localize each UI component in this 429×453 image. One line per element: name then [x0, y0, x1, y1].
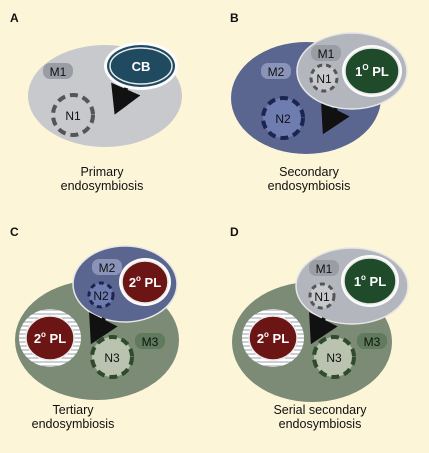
pl-label: 1O PL: [355, 63, 389, 79]
m3-label-pill: [357, 333, 387, 349]
nucleomorph: [308, 282, 336, 310]
engulfment-arrow: [321, 102, 350, 135]
caption-line-1: Secondary: [279, 165, 340, 179]
nucleus: [51, 93, 95, 137]
n1-label: N1: [314, 290, 330, 304]
m2-label: M2: [268, 65, 285, 79]
engulfment-arrow: [89, 312, 118, 345]
caption-line-2: endosymbiosis: [268, 179, 351, 193]
pl-left-label: 2o PL: [34, 330, 66, 346]
n2-label: N2: [93, 289, 109, 303]
panel-b: B M2 N2 M1 N1 1O PL Secondary endosymbio…: [230, 11, 408, 193]
caption-line-1: Tertiary: [53, 403, 95, 417]
panel-letter: C: [10, 225, 19, 239]
m2-label-pill: [261, 63, 291, 79]
m3-label: M3: [364, 335, 381, 349]
nucleomorph: [87, 281, 115, 309]
pl-top-label: 2o PL: [129, 274, 161, 290]
m1-label: M1: [318, 47, 335, 61]
caption-line-2: endosymbiosis: [32, 417, 115, 431]
cb-label: CB: [132, 59, 151, 74]
pl-left-label: 2o PL: [257, 330, 289, 346]
caption-line-2: endosymbiosis: [61, 179, 144, 193]
m1-label-pill: [311, 45, 341, 61]
m2-label: M2: [99, 261, 116, 275]
m1-label: M1: [316, 262, 333, 276]
m1-label-pill: [309, 260, 339, 276]
nucleus: [312, 335, 356, 379]
caption-line-1: Primary: [80, 165, 124, 179]
m3-label-pill: [135, 333, 165, 349]
m1-label: M1: [50, 65, 67, 79]
m2-label-pill: [92, 259, 122, 275]
n3-label: N3: [326, 351, 342, 365]
nucleomorph: [309, 63, 339, 93]
n1-label: N1: [316, 72, 332, 86]
panel-d: D M1 N1 1o PL 2o PL N3 M3 Serial seconda…: [230, 225, 409, 431]
pl-top-label: 1o PL: [354, 273, 386, 289]
nucleus: [261, 96, 305, 140]
panel-a: A M1 N1 CB Primary endosymbiosis: [10, 11, 182, 193]
n2-label: N2: [275, 112, 291, 126]
caption-line-1: Serial secondary: [273, 403, 367, 417]
m1-label-pill: [43, 63, 73, 79]
n3-label: N3: [104, 351, 120, 365]
panel-letter: B: [230, 11, 239, 25]
panel-letter: D: [230, 225, 239, 239]
n1-label: N1: [65, 109, 81, 123]
caption-line-2: endosymbiosis: [279, 417, 362, 431]
nucleus: [90, 335, 134, 379]
engulfment-arrow: [309, 312, 338, 345]
panel-c: C M2 N2 2o PL 2o PL N3 M3 Tertiary endos…: [10, 225, 179, 431]
m3-label: M3: [142, 335, 159, 349]
panel-letter: A: [10, 11, 19, 25]
